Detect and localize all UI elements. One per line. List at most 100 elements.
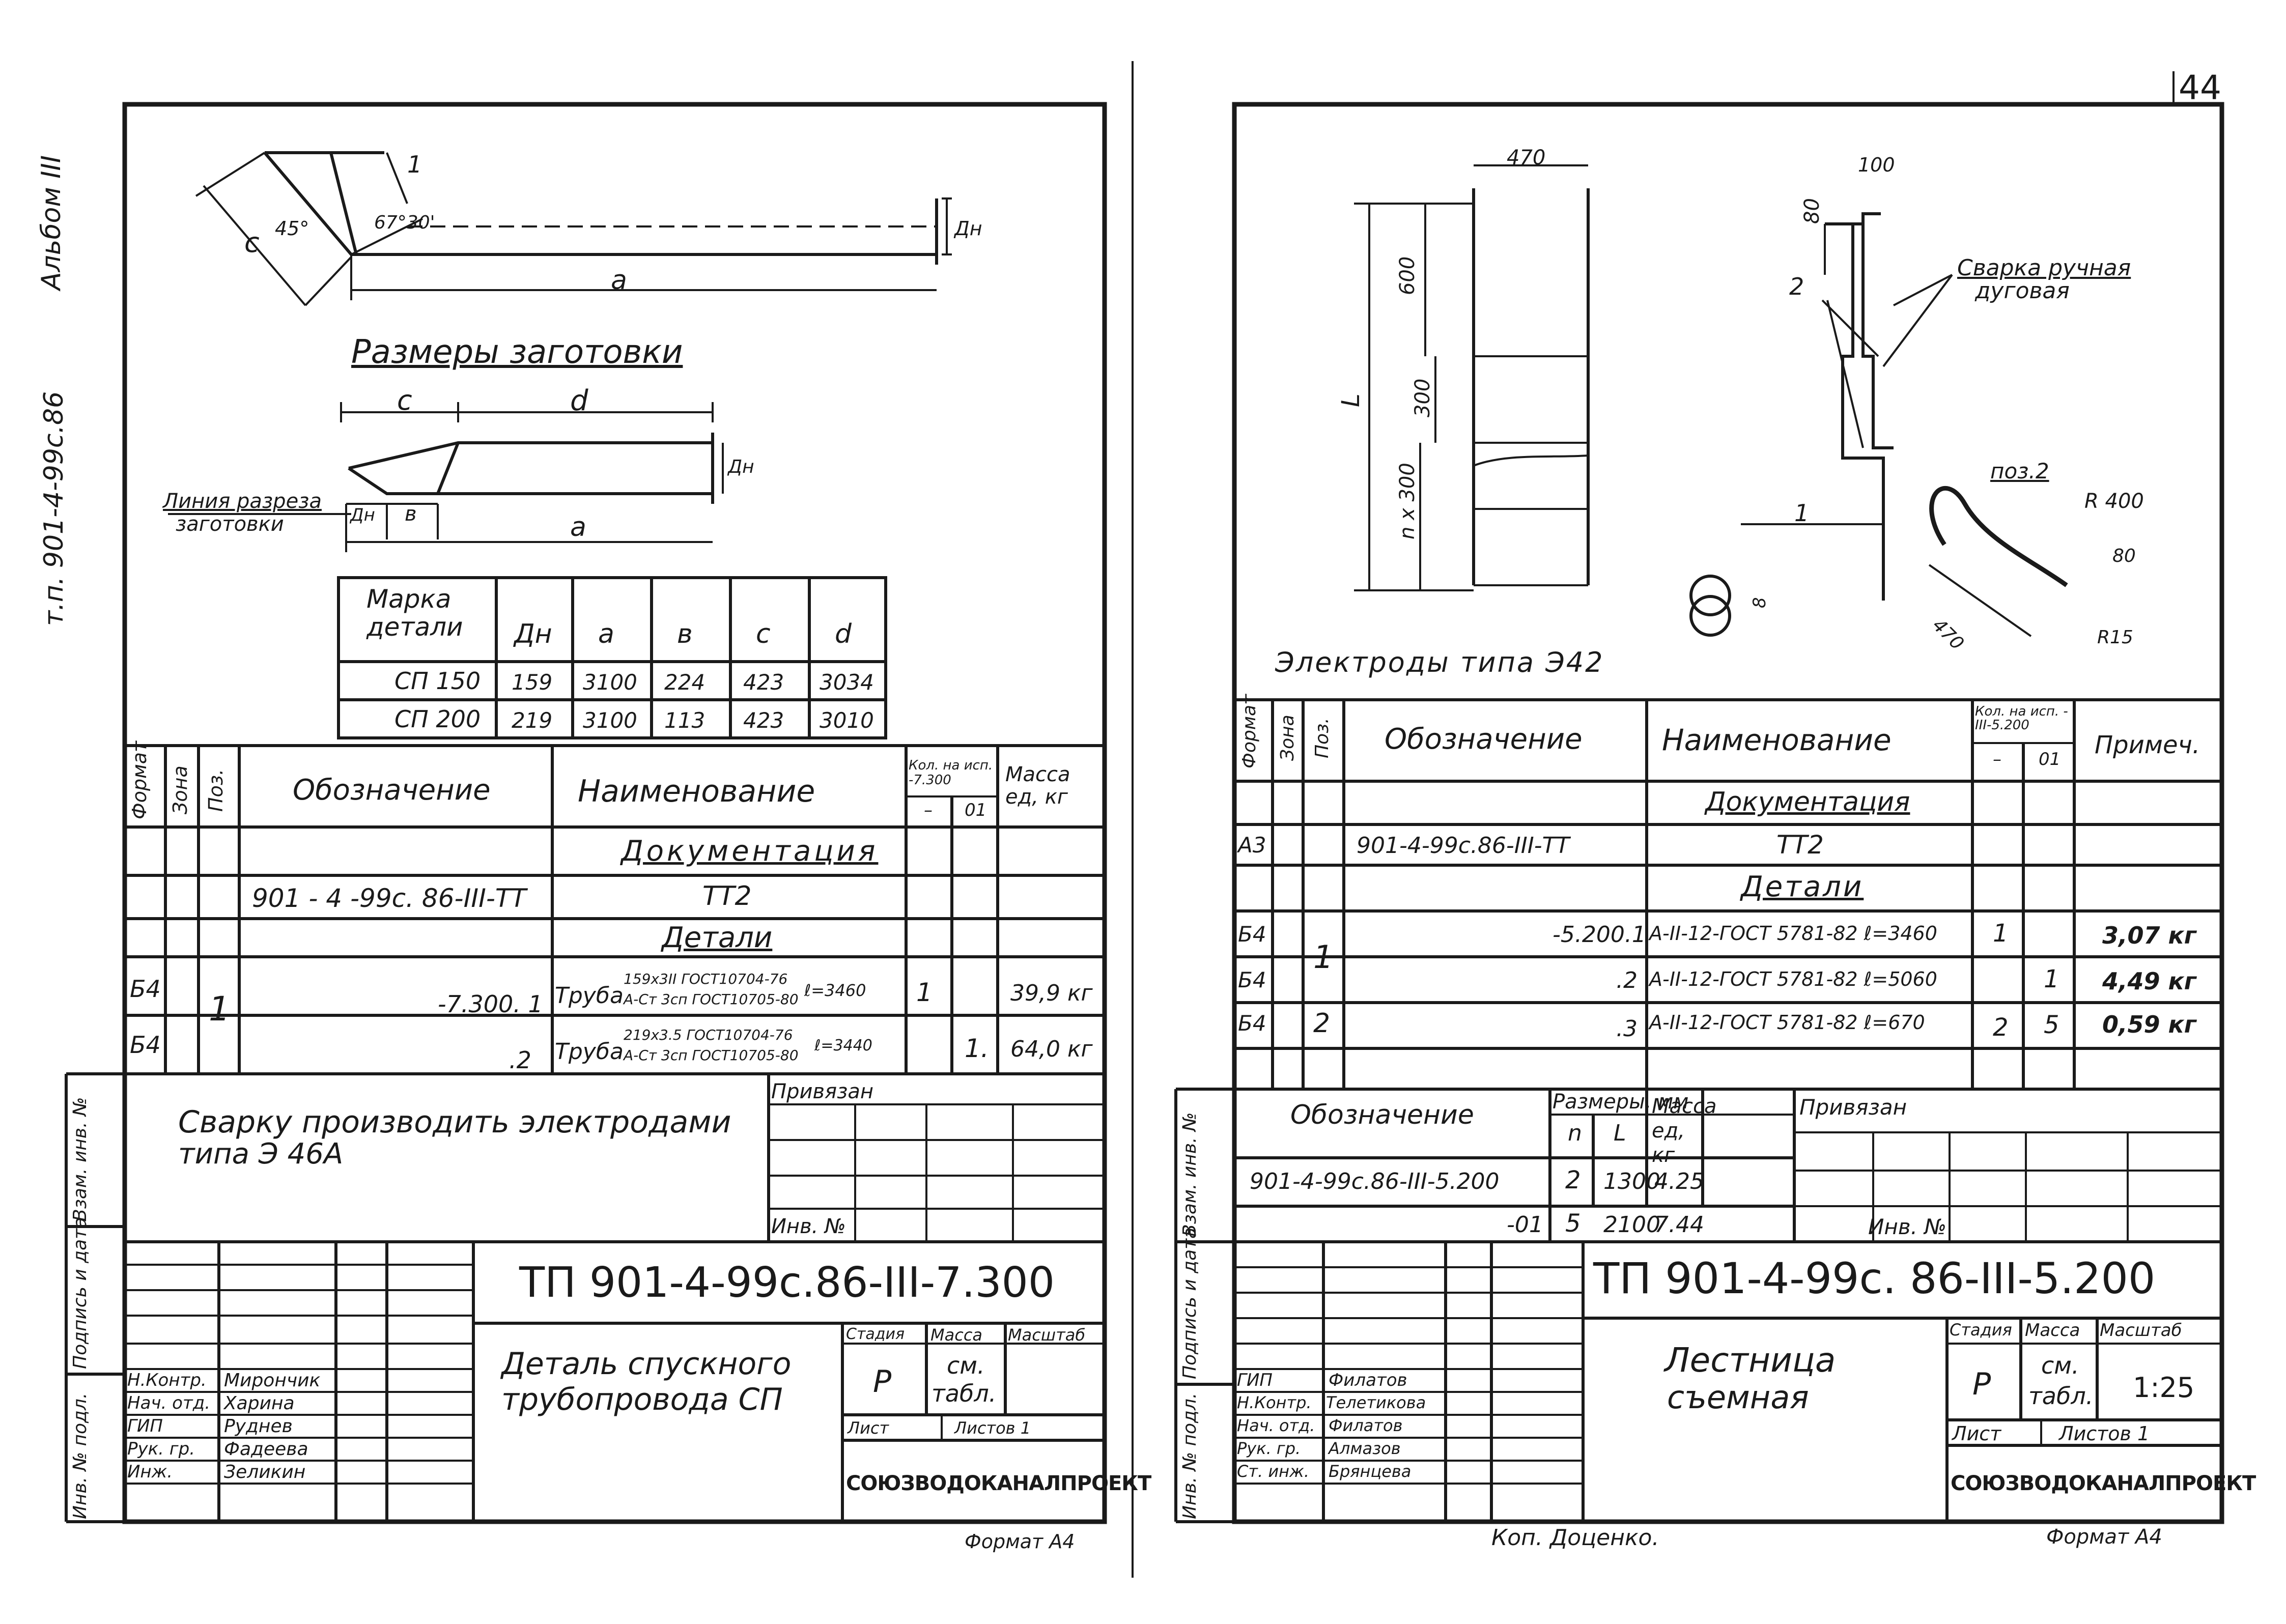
left-stamp-side-3: Взам. инв. №	[70, 1097, 91, 1221]
left-spec-r2-mass: 64,0 кг	[1010, 1036, 1093, 1062]
var-r2-L: 2100	[1603, 1212, 1660, 1238]
dim-row-sp150-mark: СП 150	[394, 667, 481, 695]
left-drawing-title-2: трубопровода СП	[501, 1382, 783, 1417]
dim-80: 80	[1800, 198, 1824, 224]
right-stamp-role-1: ГИП	[1237, 1370, 1273, 1390]
right-spec-h-pos: Поз.	[1312, 718, 1333, 758]
right-stamp-role-2: Н.Контр.	[1237, 1393, 1312, 1412]
left-stadiya: Стадия	[846, 1325, 905, 1343]
right-drawing-title-1: Лестница	[1664, 1341, 1836, 1380]
dim-header-mark: Марка детали	[366, 584, 463, 642]
right-sketch-pos1: 1	[1794, 499, 1810, 527]
sketch-label-a: a	[611, 265, 627, 296]
right-stamp-name-5: Брянцева	[1329, 1462, 1412, 1481]
right-sketch-poz2: поз.2	[1990, 459, 2049, 483]
right-inv-no: Инв. №	[1868, 1214, 1947, 1239]
right-spec-h-designation: Обозначение	[1385, 723, 1583, 756]
left-stamp-name-3: Руднев	[224, 1416, 293, 1437]
right-spec-h-zone: Зона	[1277, 715, 1298, 761]
left-spec-h-zone: Зона	[169, 765, 191, 814]
right-spec-r1-designation: -5.200.1	[1553, 922, 1646, 948]
dim-row-sp200-d: 3010	[820, 708, 874, 733]
left-stamp-role-2: Нач. отд.	[127, 1393, 211, 1413]
dim-470-top: 470	[1507, 146, 1546, 169]
right-spec-doc-code: 901-4-99с.86-III-ТТ	[1357, 833, 1570, 859]
left-listov: Листов 1	[954, 1418, 1031, 1438]
right-massa: Масса	[2025, 1320, 2080, 1341]
var-h-designation: Обозначение	[1290, 1100, 1474, 1130]
left-spec-r1-name-b: 159х3II ГОСТ10704-76	[624, 971, 788, 987]
left-drawing-title-1: Деталь спускного	[501, 1346, 792, 1382]
left-stamp-role-1: Н.Контр.	[127, 1370, 207, 1390]
dim-row-sp200-mark: СП 200	[394, 705, 481, 733]
right-spec-r3-format: Б4	[1238, 1011, 1266, 1036]
side-code-label: т.п. 901-4-99с.86	[39, 391, 69, 626]
left-spec-r2-designation: .2	[509, 1046, 531, 1074]
sketch-label-67: 67°30'	[374, 212, 435, 233]
left-mass-value-2: табл.	[932, 1380, 997, 1407]
right-stamp-role-3: Нач. отд.	[1237, 1416, 1315, 1435]
right-stamp-name-4: Алмазов	[1329, 1439, 1401, 1458]
left-stamp-side-2: Подпись и дата	[70, 1217, 91, 1369]
left-stage-value: Р	[873, 1364, 892, 1400]
sketch-label-c: c	[244, 226, 260, 259]
left-stamp-side-1: Инв. № подл.	[70, 1392, 91, 1519]
left-privyazan: Привязан	[771, 1080, 874, 1103]
left-organization: СОЮЗВОДОКАНАЛПРОЕКТ	[846, 1472, 1151, 1495]
dim-table: Марка детали Дн a в c d СП 150 159 3100 …	[338, 578, 886, 738]
left-spec-r2-name-c: A-Ст 3сп ГОСТ10705-80	[624, 1047, 799, 1064]
dim-row-sp200-v: 113	[664, 708, 705, 733]
page-number: 44	[2179, 68, 2221, 107]
right-spec-h-name: Наименование	[1662, 723, 1892, 757]
left-frame	[122, 102, 1107, 1524]
left-stamp-name-4: Фадеева	[224, 1439, 308, 1460]
right-spec-h-format: Формат	[1239, 694, 1260, 768]
left-spec-r2-format: Б4	[130, 1031, 161, 1059]
left-spec-h-designation: Обозначение	[293, 774, 491, 807]
blank-label-dn: Дн	[728, 457, 754, 477]
right-stamp-name-2: Телетикова	[1326, 1393, 1426, 1412]
right-privyazan: Привязан	[1799, 1095, 1907, 1120]
left-masshtab: Масштаб	[1008, 1325, 1086, 1345]
left-drawing-number: ТП 901-4-99с.86-III-7.300	[519, 1259, 1055, 1307]
dim-300: 300	[1411, 378, 1434, 417]
left-spec-h-pos: Поз.	[205, 768, 227, 812]
left-stamp-name-1: Мирончик	[224, 1370, 321, 1391]
left-stamp-name-2: Харина	[224, 1393, 295, 1414]
right-stamp-name-1: Филатов	[1329, 1370, 1407, 1390]
left-mass-value-1: см.	[947, 1352, 985, 1379]
dim-row-sp150-c: 423	[743, 670, 784, 695]
left-spec-sec-parts: Детали	[662, 921, 773, 954]
dim-R15: R15	[2097, 627, 2133, 648]
left-spec-r2-name-d: ℓ=3440	[814, 1037, 872, 1055]
right-stamp-side-3: Взам. инв. №	[1179, 1112, 1200, 1237]
left-pipe-sketch	[195, 151, 952, 306]
right-format-label: Формат А4	[2046, 1525, 2162, 1549]
right-stamp-grid	[1174, 1088, 2222, 1523]
right-spec-h-qty-b: 01	[2039, 749, 2061, 770]
right-mass-value-1: см.	[2041, 1352, 2079, 1379]
right-spec-r3-note: 0,59 кг	[2102, 1011, 2196, 1038]
right-spec-r2-note: 4,49 кг	[2102, 967, 2196, 995]
right-stamp-role-4: Рук. гр.	[1237, 1439, 1301, 1458]
dim-row-sp200-dn: 219	[512, 708, 553, 733]
right-spec-r1-name: А-II-12-ГОСТ 5781-82 ℓ=3460	[1649, 922, 1937, 945]
dim-header-d: d	[835, 619, 852, 649]
right-spec-r3-qty-b: 5	[2044, 1011, 2059, 1039]
left-blank-sketch	[168, 402, 724, 552]
right-frame	[1232, 102, 2224, 1524]
blank-label-v: в	[405, 502, 417, 526]
right-sketch-pos2: 2	[1789, 273, 1804, 300]
dim-row-sp200-c: 423	[743, 708, 784, 733]
dim-header-v: в	[677, 619, 693, 649]
var-r1-n: 2	[1565, 1166, 1581, 1194]
left-spec-doc-code: 901 - 4 -99с. 86-III-ТТ	[252, 884, 526, 913]
left-spec-h-name: Наименование	[578, 774, 815, 809]
blank-label-d: d	[570, 384, 588, 417]
left-spec-r1-mass: 39,9 кг	[1010, 980, 1093, 1006]
left-stamp-name-5: Зеликин	[224, 1462, 306, 1483]
left-spec-h-format: Формат	[128, 740, 151, 819]
right-spec-doc-format: А3	[1238, 833, 1266, 858]
var-r1-designation: 901-4-99с.86-III-5.200	[1250, 1169, 1500, 1194]
right-list: Лист	[1952, 1422, 2001, 1445]
